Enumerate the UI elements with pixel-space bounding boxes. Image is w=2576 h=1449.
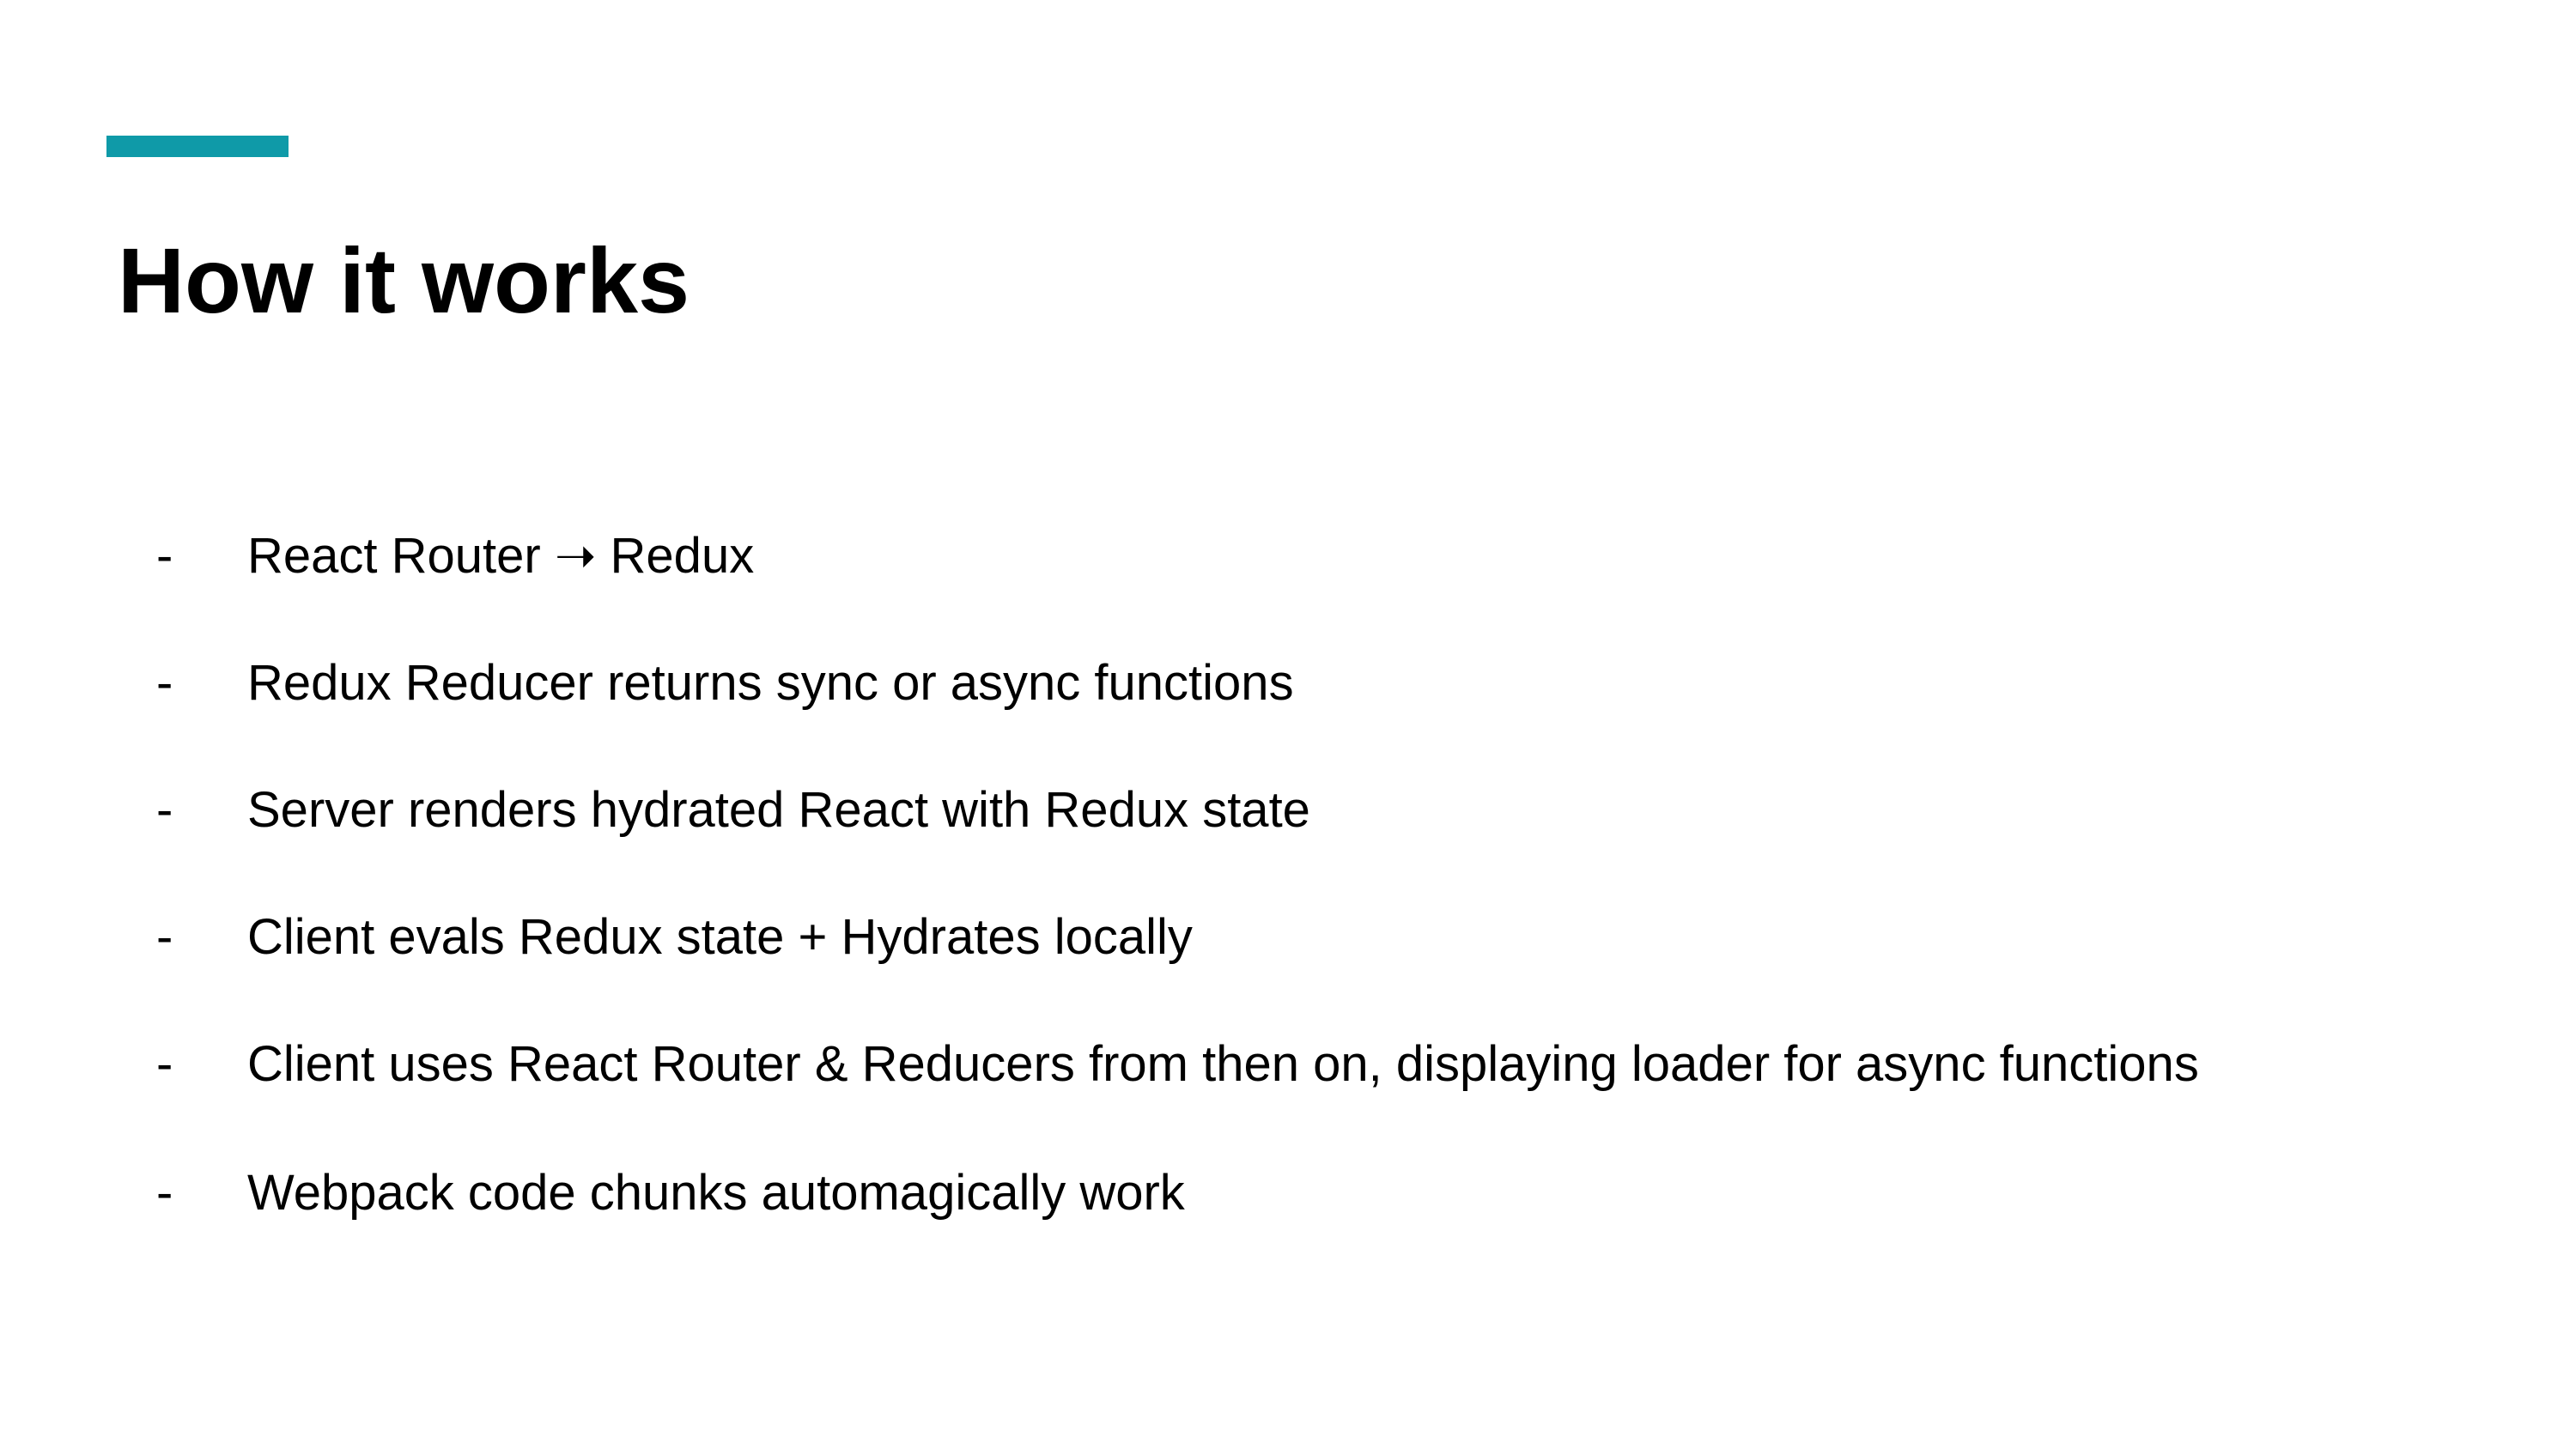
- bullet-item: - Redux Reducer returns sync or async fu…: [0, 649, 2404, 718]
- bullet-item: - Webpack code chunks automagically work: [0, 1159, 2404, 1228]
- bullet-text: React Router ➝ Redux: [247, 528, 755, 584]
- bullet-marker: -: [156, 655, 173, 711]
- bullet-marker: -: [156, 1036, 173, 1092]
- bullet-marker: -: [156, 782, 173, 838]
- bullet-item: - Client uses React Router & Reducers fr…: [0, 1030, 2404, 1099]
- bullet-marker: -: [156, 909, 173, 965]
- bullet-text: Client evals Redux state + Hydrates loca…: [247, 909, 1193, 965]
- slide-title: How it works: [118, 228, 690, 332]
- bullet-item: - Server renders hydrated React with Red…: [0, 776, 2404, 845]
- bullet-item: - Client evals Redux state + Hydrates lo…: [0, 903, 2404, 972]
- bullet-marker: -: [156, 1165, 173, 1221]
- bullet-text: Redux Reducer returns sync or async func…: [247, 655, 1294, 711]
- bullet-text: Server renders hydrated React with Redux…: [247, 782, 1310, 838]
- bullet-text: Client uses React Router & Reducers from…: [247, 1036, 2199, 1092]
- bullet-marker: -: [156, 528, 173, 584]
- bullet-item: - React Router ➝ Redux: [0, 522, 2404, 591]
- bullet-text: Webpack code chunks automagically work: [247, 1165, 1185, 1221]
- title-accent-bar: [106, 136, 289, 157]
